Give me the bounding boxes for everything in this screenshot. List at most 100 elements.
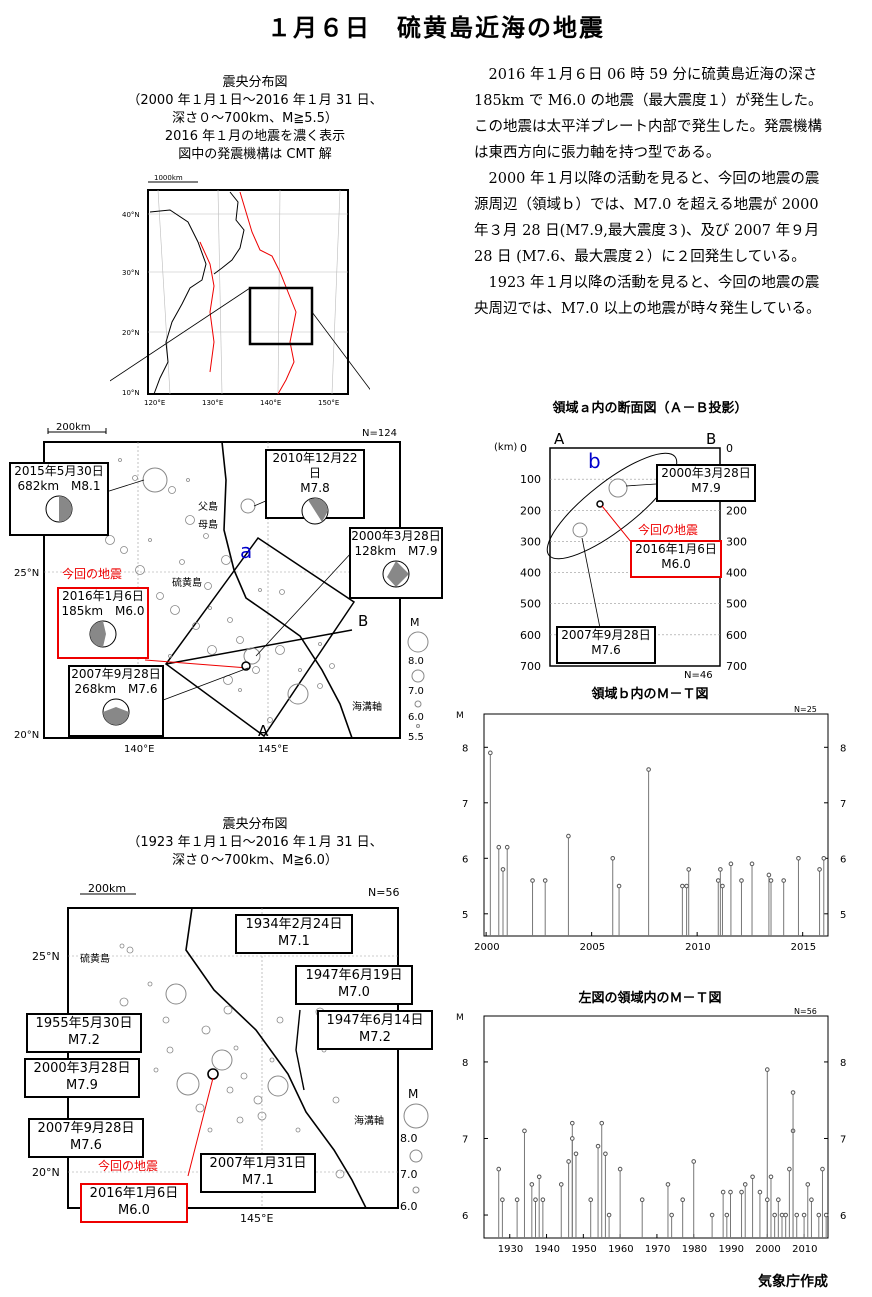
epicenter-dot	[252, 666, 260, 674]
page-title: １月６日 硫黄島近海の地震	[267, 14, 605, 42]
trench-label: 海溝軸	[352, 700, 382, 713]
svg-text:130°E: 130°E	[202, 399, 223, 407]
mt-event-point	[536, 1174, 542, 1180]
svg-text:(km): (km)	[494, 442, 517, 453]
epicenter-dot	[126, 946, 134, 954]
svg-text:6.0: 6.0	[408, 712, 424, 723]
epicenter-dot	[223, 1005, 233, 1015]
mt-xtick: 2010	[792, 1244, 817, 1255]
mt-event-point	[617, 1166, 623, 1172]
mt-xtick: 2000	[755, 1244, 780, 1255]
mt1-title: 領域ｂ内のＭ－Ｔ図	[591, 687, 709, 702]
mt-ytick: 7	[462, 1134, 468, 1145]
mt-event-point	[796, 856, 801, 861]
svg-text:20°N: 20°N	[32, 1166, 60, 1179]
svg-text:7.0: 7.0	[408, 686, 424, 697]
epicenter-dot	[267, 717, 273, 723]
epicenter-dot	[156, 592, 164, 600]
mt-event-point	[665, 1182, 671, 1187]
svg-text:5.5: 5.5	[408, 732, 424, 743]
epicenter-dot	[185, 515, 195, 525]
mt-event-point	[821, 856, 827, 861]
mt-xtick: 1990	[719, 1244, 744, 1255]
island-label: 母島	[198, 518, 218, 531]
mt-event-point	[757, 1189, 763, 1195]
mt-xtick: 1940	[535, 1244, 560, 1255]
depth-tick-left: 700	[520, 660, 541, 673]
inset-scale-label: 1000km	[154, 174, 183, 182]
mt-event-point	[809, 1197, 814, 1203]
island-label: 父島	[198, 500, 218, 513]
point-a-label: A	[258, 722, 269, 740]
mt-ytick: 5	[462, 910, 468, 921]
depth-tick-right: 200	[726, 504, 747, 517]
mt-event-point	[569, 1136, 575, 1141]
depth-tick-right: 500	[726, 598, 747, 611]
paragraph-2: 2000 年１月以降の活動を見ると、今回の地震の震源周辺（領域ｂ）では、M7.0…	[474, 171, 820, 265]
svg-text:7.0: 7.0	[400, 1168, 418, 1181]
epicenter-dot	[236, 1116, 244, 1124]
mt-xtick: 1960	[608, 1244, 633, 1255]
epicenter-dot	[226, 1086, 234, 1094]
inset-lat-labels: 40°N 30°N 20°N 10°N	[122, 211, 140, 397]
epicenter-dot	[279, 589, 285, 595]
epicenter-dot	[132, 475, 138, 481]
mt-count: N=25	[794, 705, 817, 714]
paragraph-3: 1923 年１月以降の活動を見ると、今回の地震の震央周辺では、M7.0 以上の地…	[474, 275, 821, 317]
epicenter-dot	[207, 1127, 213, 1133]
epicenter-dot	[166, 1046, 174, 1054]
mt-event-point	[616, 883, 622, 889]
mt-event-point	[606, 1212, 612, 1218]
depth-tick-left: 200	[520, 504, 541, 517]
svg-text:120°E: 120°E	[144, 399, 165, 407]
mt-event-point	[680, 1197, 685, 1203]
svg-text:20°N: 20°N	[122, 329, 140, 337]
mt-event-point	[749, 861, 755, 867]
mt-ytick: 7	[840, 1134, 846, 1145]
mt-xtick: 1950	[571, 1244, 596, 1255]
mt-event-point	[772, 1212, 777, 1218]
mt-event-point	[766, 872, 772, 878]
svg-text:25°N: 25°N	[32, 950, 60, 963]
paragraph-1: 2016 年１月６日 06 時 59 分に硫黄島近海の深さ 185km で M6…	[474, 67, 823, 161]
section-title: 領域ａ内の断面図（Ａ－Ｂ投影）	[552, 401, 748, 416]
mt-event-point	[724, 1212, 730, 1218]
epicenter-dot	[147, 981, 153, 987]
map1-caption: 震央分布図 （2000 年１月１日～2016 年１月 31 日、 深さ０～700…	[90, 74, 420, 164]
mt-event-point	[691, 1159, 697, 1164]
svg-text:今回の地震: 今回の地震	[638, 522, 698, 537]
current-quake-marker	[596, 500, 604, 508]
mt-event-point	[790, 1090, 796, 1095]
epicenter-dot	[298, 668, 302, 672]
caption-line: 2016 年１月の地震を濃く表示	[164, 129, 346, 144]
count-label: N=124	[362, 428, 397, 439]
depth-tick-right: 600	[726, 629, 747, 642]
mt-ytick: 6	[462, 854, 468, 865]
mt-ytick: 8	[462, 743, 468, 754]
epicenter-dot	[179, 559, 185, 565]
mt-event-point	[566, 1159, 571, 1164]
svg-text:M: M	[408, 1087, 418, 1101]
svg-text:140°E: 140°E	[260, 399, 281, 407]
mt-event-point	[781, 878, 786, 883]
svg-text:B: B	[706, 430, 716, 448]
japan-coast	[213, 191, 245, 275]
mt-event-point	[684, 883, 689, 889]
depth-tick-left: 600	[520, 629, 541, 642]
depth-tick-right: 0	[726, 442, 733, 455]
epicenter-dot	[119, 943, 125, 949]
mt-event-point	[530, 878, 535, 883]
mt-xtick: 1970	[645, 1244, 670, 1255]
mt-event-point	[540, 1197, 546, 1203]
svg-text:N=56: N=56	[368, 886, 399, 899]
epicenter-dot	[186, 478, 190, 482]
svg-text:海溝軸: 海溝軸	[354, 1114, 384, 1127]
mt-event-point	[522, 1128, 527, 1134]
mag-legend-title: M	[410, 616, 420, 629]
footer-credit: 気象庁作成	[758, 1274, 828, 1290]
svg-text:6.0: 6.0	[400, 1200, 418, 1213]
